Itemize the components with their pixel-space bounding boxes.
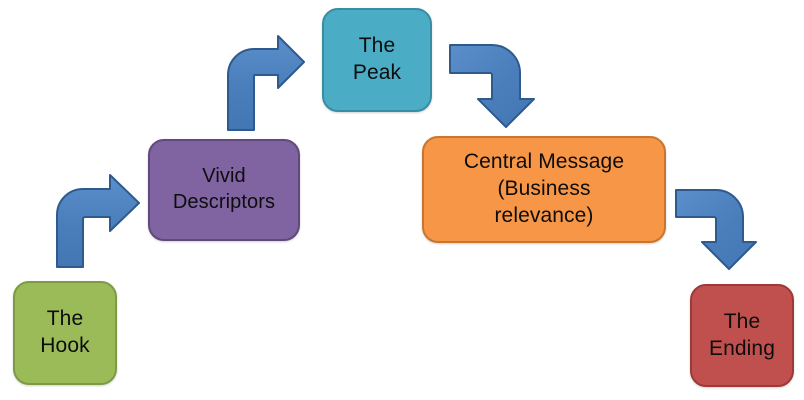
node-vivid-descriptors[interactable]: Vivid Descriptors xyxy=(148,139,300,241)
node-central-message-label: Central Message (Business relevance) xyxy=(463,150,625,227)
node-the-ending-label: The Ending xyxy=(709,309,775,360)
arrow-hook-to-vivid xyxy=(56,174,140,268)
node-the-peak-label: The Peak xyxy=(352,34,402,84)
node-the-peak[interactable]: The Peak xyxy=(322,8,432,112)
arrow-vivid-to-peak xyxy=(227,35,305,131)
node-the-ending[interactable]: The Ending xyxy=(690,284,794,387)
arrow-peak-to-central xyxy=(449,44,535,128)
node-vivid-descriptors-label: Vivid Descriptors xyxy=(172,165,276,213)
arrow-central-to-ending xyxy=(675,189,757,270)
node-the-hook-label: The Hook xyxy=(40,307,90,357)
node-the-hook[interactable]: The Hook xyxy=(13,281,117,385)
node-central-message[interactable]: Central Message (Business relevance) xyxy=(422,136,666,243)
